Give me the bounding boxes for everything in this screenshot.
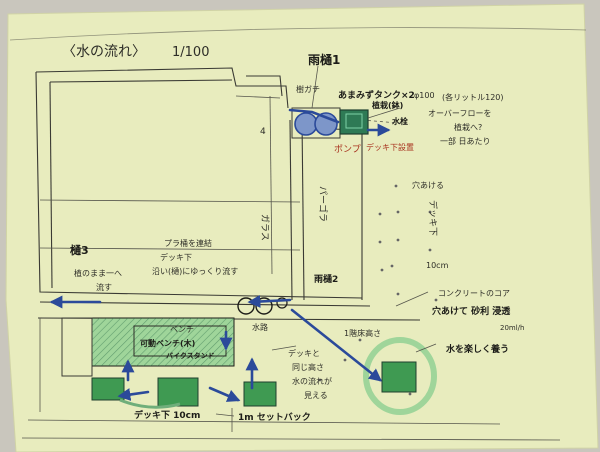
planter-icon (381, 361, 417, 393)
pipe-size: φ100 (414, 91, 435, 100)
rain-barrel-1-label: 雨樋1 (308, 52, 340, 67)
title: 〈水の流れ〉 (62, 44, 146, 60)
arrow-icon (290, 308, 383, 382)
bench-area (61, 317, 235, 377)
slow-flow: 沿い(樋)にゆっくり流す (152, 266, 238, 276)
deck-10cm: 10cm (426, 261, 449, 270)
drainage-label: 水路 (252, 322, 268, 332)
material-label: 樹ガチ (296, 84, 320, 94)
flow-note: 流す (96, 282, 112, 292)
tank-icon (276, 297, 288, 309)
deck-bottom-label: デッキ下 10cm (134, 409, 200, 421)
pump-label: ポンプ (334, 144, 361, 155)
planter-icon (157, 377, 199, 407)
concrete-core: コンクリートのコア (438, 289, 510, 298)
scale: 1/100 (172, 45, 209, 60)
water-flow-visible: 水の流れが (292, 376, 332, 386)
pergola-label: パーゴラ (317, 186, 329, 222)
plastic-connect: プラ桶を連結 (164, 238, 212, 248)
gray-label: ガラス (259, 214, 270, 241)
arrow-icon (117, 388, 150, 401)
deck-under-label: デッキ下 (427, 200, 439, 236)
water-enjoy: 水を楽しく養う (446, 343, 509, 355)
setback-label: 1m セットバック (238, 412, 311, 423)
planter-icon (243, 381, 277, 407)
overflow-note: オーバーフローを (428, 109, 491, 118)
rain-barrel-2-label: 雨樋2 (314, 273, 338, 285)
rain-garden (363, 337, 437, 415)
hole-gravel: 穴あけて 砂利 浸透 (432, 305, 511, 317)
arrow-icon (208, 386, 241, 402)
flow-arrows (49, 294, 383, 402)
permeate-rate: 20ml/h (500, 324, 524, 332)
deck-under-2: デッキ下 (160, 252, 192, 262)
pergola-number: 4 (260, 127, 266, 137)
under-deck-install: デッキ下設置 (366, 142, 414, 152)
step-label: ベンチ (170, 325, 194, 334)
rain-tank-group (288, 107, 391, 139)
same-height-1: デッキと (288, 348, 320, 358)
rain-tank-label: あまみずタンク×2 (338, 89, 415, 101)
sunny-note: 一部 日あたり (440, 136, 491, 146)
leader-lines (215, 65, 437, 417)
bottom-planters (91, 377, 277, 409)
bench-text: 可動ベンチ(木) (140, 338, 195, 348)
deck-dots (318, 184, 438, 396)
planting-label: 植栽(鉢) (371, 100, 403, 110)
same-height-2: 同じ高さ (292, 362, 324, 372)
arrow-icon (247, 294, 292, 308)
hole-label: 穴あける (412, 180, 444, 190)
tank-icon (294, 112, 318, 136)
water-tap-label: 水栓 (391, 116, 408, 126)
paper-fold (9, 27, 587, 41)
barrel-3-label: 樋3 (70, 243, 89, 257)
at-height: 1階床高さ (344, 328, 381, 338)
planting-note: 植栽へ? (454, 122, 482, 132)
tank-liters: (各リットル120) (442, 92, 504, 102)
plant-flow-note: 植のまま一へ (74, 268, 122, 278)
bench-sub: バイクスタンド (166, 351, 215, 360)
visible-label: 見える (304, 391, 328, 400)
